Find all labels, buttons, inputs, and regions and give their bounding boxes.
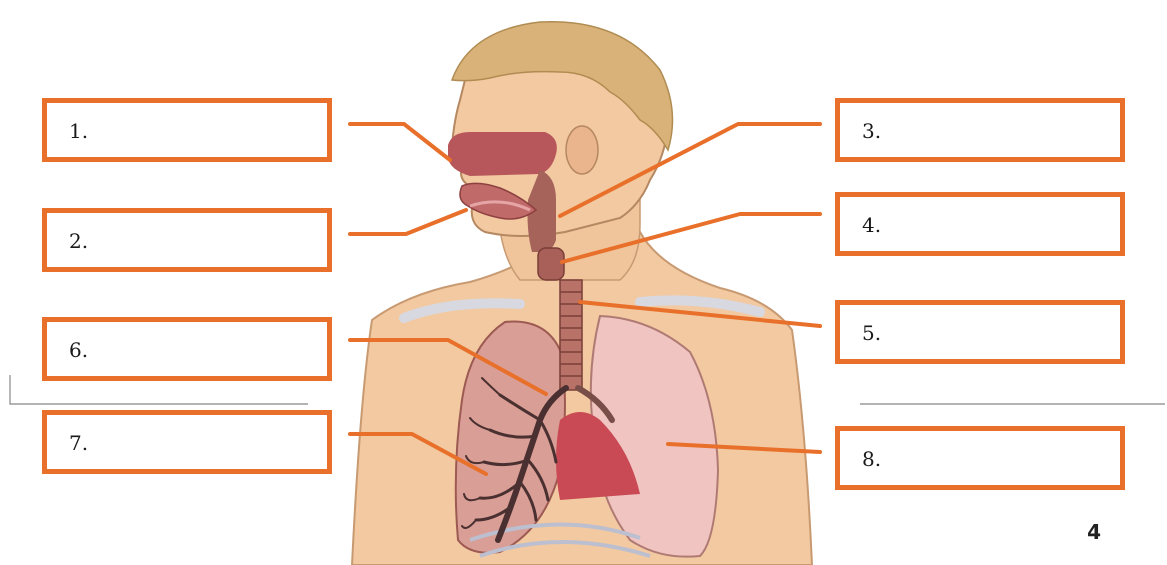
ear [566, 126, 598, 174]
label-box-7[interactable]: 7. [42, 410, 332, 474]
label-number-6: 6. [69, 338, 88, 362]
label-box-1[interactable]: 1. [42, 98, 332, 162]
label-box-5[interactable]: 5. [835, 300, 1125, 364]
label-box-2[interactable]: 2. [42, 208, 332, 272]
label-box-4[interactable]: 4. [835, 192, 1125, 256]
label-number-4: 4. [862, 213, 881, 237]
label-number-3: 3. [862, 119, 881, 143]
corner-mark: 4 [1087, 520, 1101, 544]
larynx [538, 248, 564, 280]
label-number-2: 2. [69, 229, 88, 253]
trachea [560, 280, 582, 390]
label-box-8[interactable]: 8. [835, 426, 1125, 490]
label-box-6[interactable]: 6. [42, 317, 332, 381]
label-number-7: 7. [69, 431, 88, 455]
label-box-3[interactable]: 3. [835, 98, 1125, 162]
label-number-1: 1. [69, 119, 88, 143]
label-number-5: 5. [862, 321, 881, 345]
nasal-cavity [448, 132, 557, 176]
label-number-8: 8. [862, 447, 881, 471]
leader-line-2 [350, 210, 466, 234]
leader-line-1 [350, 124, 450, 160]
